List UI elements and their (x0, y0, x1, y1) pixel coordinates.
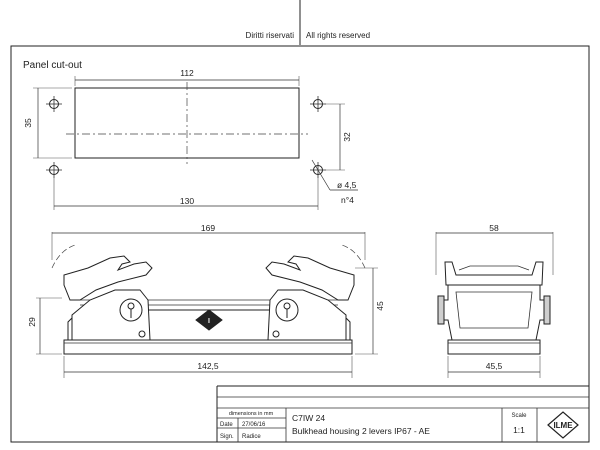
mount-hole-top-right (310, 96, 326, 112)
base-flange (63, 339, 353, 355)
svg-text:I: I (208, 318, 210, 325)
mount-hole-bottom-left (46, 162, 62, 178)
sign-label: Sign. (220, 434, 234, 440)
rights-reserved-en: All rights reserved (306, 31, 370, 40)
dim-side-base-width: 45,5 (486, 361, 503, 371)
right-lever (265, 255, 355, 301)
dim-total-height: 45 (375, 301, 385, 311)
dim-hole-spacing-vertical: 32 (342, 132, 352, 142)
dim-side-width: 58 (489, 223, 499, 233)
date-value: 27/06/16 (242, 422, 266, 428)
side-view: 58 45,5 (435, 223, 554, 378)
rights-reserved-it: Diritti riservati (246, 31, 295, 40)
date-label: Date (220, 422, 233, 428)
logo-text: ILME (553, 421, 573, 430)
side-pin-right (543, 295, 551, 325)
panel-cutout-title: Panel cut-out (23, 60, 82, 71)
dim-hole-count: n°4 (341, 195, 354, 205)
lever-swing-arc-right (341, 244, 366, 269)
dim-panel-height: 35 (23, 118, 33, 128)
right-screw-icon (272, 330, 280, 338)
lever-swing-arc-left (51, 244, 76, 269)
dim-panel-width: 112 (180, 68, 194, 78)
left-lever (63, 255, 153, 301)
part-code: C7IW 24 (292, 413, 325, 423)
dim-base-width: 142,5 (197, 361, 219, 371)
side-pin-left (437, 295, 445, 325)
side-base-flange (447, 339, 541, 355)
drawing-border (10, 45, 590, 443)
dim-overall-width: 169 (201, 223, 215, 233)
sign-value: Radice (242, 434, 261, 440)
dim-base-height: 29 (27, 317, 37, 327)
ilme-brand-logo: ILME (547, 411, 579, 439)
ilme-logo-icon: I (195, 309, 223, 331)
units-note: dimensions in mm (229, 411, 274, 417)
scale-label: Scale (511, 413, 527, 419)
title-block: dimensions in mm Date 27/06/16 Sign. Rad… (216, 385, 589, 442)
mount-hole-top-left (46, 96, 62, 112)
part-description: Bulkhead housing 2 levers IP67 - AE (292, 426, 430, 436)
scale-value: 1:1 (513, 425, 525, 435)
side-lever-arms (444, 261, 544, 286)
front-view: 169 I 45 (27, 223, 385, 378)
dim-hole-spacing-horizontal: 130 (180, 196, 194, 206)
panel-cutout-view: Panel cut-out 112 35 (23, 60, 358, 210)
left-screw-icon (138, 330, 146, 338)
hole-leader-line (311, 159, 331, 191)
dim-hole-diameter: ø 4,5 (337, 180, 357, 190)
header: Diritti riservati All rights reserved (246, 0, 370, 45)
